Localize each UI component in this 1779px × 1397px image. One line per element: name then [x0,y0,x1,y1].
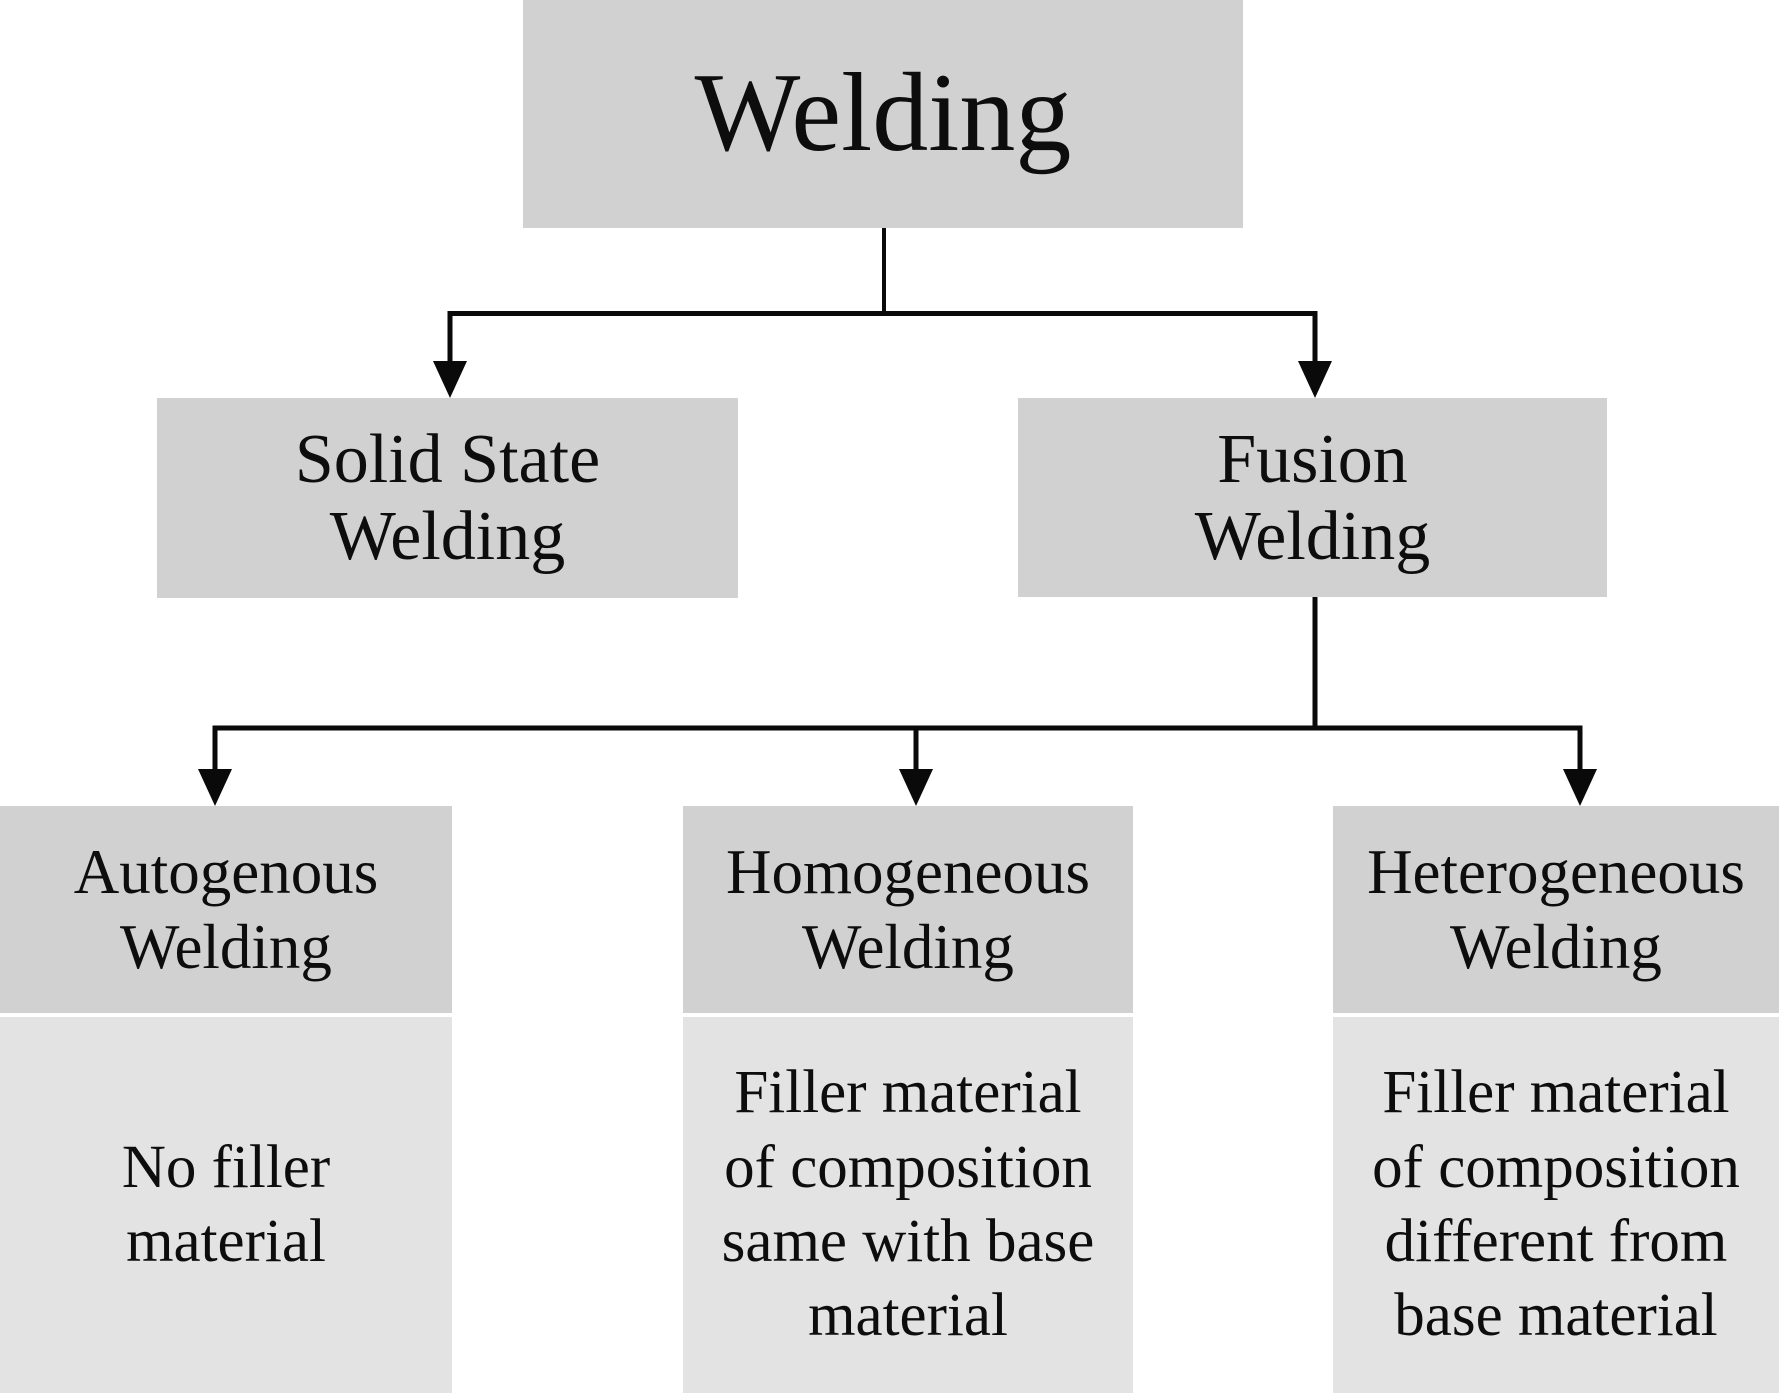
arrow-down-icon [1298,361,1332,398]
node-homogeneous-welding: Homogeneous Welding [683,806,1133,1013]
description-homogeneous-line: same with base [721,1208,1095,1275]
node-autogenous-label-line: Autogenous [73,837,379,908]
node-welding: Welding [523,0,1243,228]
description-heterogeneous-line: base material [1394,1282,1718,1350]
node-fusion-welding: Fusion Welding [1018,398,1607,597]
description-autogenous-welding: No filler material [0,1017,452,1393]
description-autogenous-line: No filler [121,1133,331,1201]
description-heterogeneous-line: of composition [1372,1133,1740,1201]
description-homogeneous-welding: Filler material of composition same with… [683,1017,1133,1393]
node-fusion-label-line: Fusion [1217,420,1408,498]
description-homogeneous-line: of composition [724,1133,1092,1201]
node-homogeneous-label-line: Welding [802,911,1014,982]
description-homogeneous-line: material [808,1282,1008,1350]
node-autogenous-label-line: Welding [120,911,332,982]
description-heterogeneous-line: Filler material [1382,1059,1730,1127]
node-welding-label: Welding [694,51,1072,176]
node-fusion-label-line: Welding [1194,497,1431,575]
description-heterogeneous-line: different from [1384,1208,1728,1275]
arrow-down-icon [433,361,467,398]
node-solid-state-label-line: Welding [329,498,566,575]
node-heterogeneous-label-line: Heterogeneous [1367,837,1745,908]
node-solid-state-welding: Solid State Welding [157,398,738,598]
description-heterogeneous-welding: Filler material of composition different… [1333,1017,1779,1393]
node-heterogeneous-label-line: Welding [1450,911,1662,982]
node-homogeneous-label-line: Homogeneous [726,837,1090,908]
node-autogenous-welding: Autogenous Welding [0,806,452,1013]
node-heterogeneous-welding: Heterogeneous Welding [1333,806,1779,1013]
description-autogenous-line: material [126,1208,326,1275]
arrow-down-icon [899,769,933,806]
arrow-down-icon [198,769,232,806]
description-homogeneous-line: Filler material [734,1059,1082,1127]
node-solid-state-label-line: Solid State [294,421,601,498]
arrow-down-icon [1563,769,1597,806]
